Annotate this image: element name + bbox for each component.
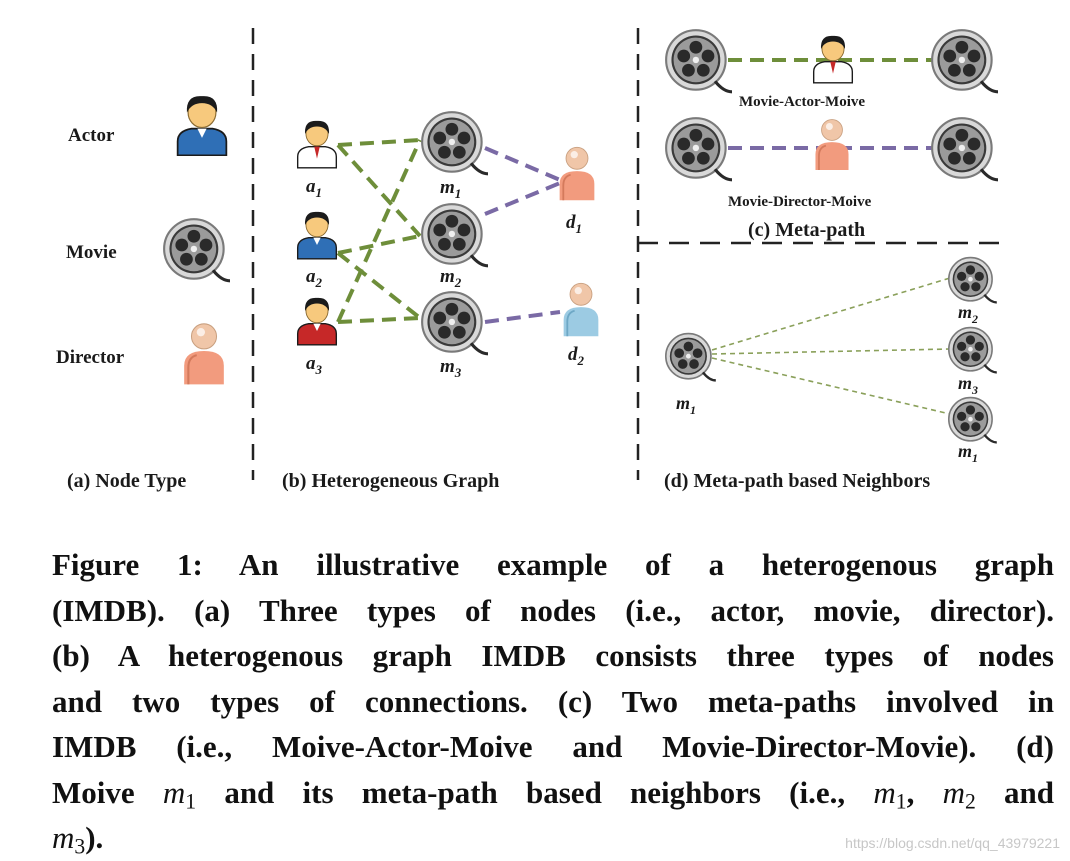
actor-a1-label: a1 xyxy=(306,176,322,200)
caption-line-6-and: and xyxy=(975,774,1055,810)
neighbor-m1-label: m1 xyxy=(958,441,978,465)
panel-c-title: (c) Meta-path xyxy=(748,219,865,241)
edge-d1-m1 xyxy=(484,146,561,182)
meta-path-2-label: Movie-Director-Moive xyxy=(728,194,872,210)
meta-path-2-director-icon xyxy=(814,118,850,171)
actor-a3-label: a3 xyxy=(306,353,323,377)
edge-d1-m2 xyxy=(484,181,561,216)
edge-a3-m1 xyxy=(336,139,422,323)
caption-math-m1-b: m1 xyxy=(873,774,907,813)
neighbor-edges xyxy=(711,277,951,415)
center-movie-m1-icon xyxy=(664,332,716,382)
meta-path-1-label: Movie-Actor-Moive xyxy=(739,94,865,110)
director-node-d1-icon xyxy=(558,146,596,202)
caption-line-7: m3). xyxy=(52,815,1054,861)
director-movie-edges xyxy=(484,146,561,324)
edge-a3-m3 xyxy=(337,316,421,324)
movie-m3-label: m3 xyxy=(440,356,462,380)
edge-center-m2 xyxy=(711,277,951,351)
caption-line-3: (b) A heterogenous graph IMDB consists t… xyxy=(52,638,1054,673)
movie-node-m2-icon xyxy=(420,202,488,268)
node-type-director-label: Director xyxy=(56,347,125,368)
neighbor-movie-m1-icon xyxy=(947,396,997,444)
panel-d-title: (d) Meta-path based Neighbors xyxy=(664,470,930,492)
movie-m2-label: m2 xyxy=(440,266,462,290)
panel-a-node-types: Actor Movie Director (a) Node Type xyxy=(56,95,230,492)
meta-path-2-start-movie-icon xyxy=(664,116,732,182)
caption-line-5: IMDB (i.e., Moive-Actor-Moive and Movie-… xyxy=(52,729,1054,764)
panel-d-meta-path-neighbors: m1 m2 m3 m1 (d) Meta-path based Neighbor… xyxy=(664,256,997,492)
neighbor-movie-m2-icon xyxy=(947,256,997,304)
watermark-url: https://blog.csdn.net/qq_43979221 xyxy=(845,835,1060,851)
director-d2-label: d2 xyxy=(568,344,585,368)
movie-node-m3-icon xyxy=(420,290,488,356)
caption-line-6-prefix: Moive xyxy=(52,774,163,810)
caption-line-4: and two types of connections. (c) Two me… xyxy=(52,683,1054,719)
node-type-actor-label: Actor xyxy=(68,125,115,146)
edge-center-m3 xyxy=(711,348,951,355)
meta-path-1-end-movie-icon xyxy=(930,28,998,94)
movie-reel-icon xyxy=(162,217,230,283)
actor-node-a1-icon xyxy=(296,120,338,169)
edge-center-m1 xyxy=(711,357,951,415)
edge-a1-m1 xyxy=(337,138,421,147)
actor-a2-label: a2 xyxy=(306,266,323,290)
caption-line-6: Moive m1 and its meta-path based neighbo… xyxy=(52,774,1055,813)
director-icon xyxy=(183,322,225,386)
center-movie-m1-label: m1 xyxy=(676,393,696,417)
panel-b-title: (b) Heterogeneous Graph xyxy=(282,470,499,492)
movie-node-m1-icon xyxy=(420,110,488,176)
caption-math-m1-a: m1 xyxy=(162,774,197,813)
director-node-d2-icon xyxy=(562,282,600,338)
actor-node-a3-icon xyxy=(296,297,338,346)
panel-b-heterogeneous-graph: a1 a2 a3 m1 m2 m3 d1 d2 (b) Heterogeneou… xyxy=(282,110,600,492)
actor-node-a2-icon xyxy=(296,211,338,260)
neighbor-movie-m3-icon xyxy=(947,326,997,374)
panel-a-title: (a) Node Type xyxy=(67,470,186,492)
meta-path-2-end-movie-icon xyxy=(930,116,998,182)
node-type-movie-label: Movie xyxy=(66,242,117,263)
panel-c-meta-path: Movie-Actor-Moive Movie-Director-Moive (… xyxy=(664,28,998,241)
figure-caption: Figure 1: An illustrative example of a h… xyxy=(52,542,1054,861)
edge-a2-m3 xyxy=(336,251,422,320)
director-d1-label: d1 xyxy=(566,212,582,236)
actor-movie-edges xyxy=(336,138,422,324)
neighbor-m3-label: m3 xyxy=(958,373,978,397)
caption-line-1: Figure 1: An illustrative example of a h… xyxy=(52,547,1054,582)
actor-icon xyxy=(176,95,228,156)
meta-path-1-start-movie-icon xyxy=(664,28,732,94)
edge-a2-m2 xyxy=(337,234,421,255)
caption-line-7-suffix: ). xyxy=(85,820,104,855)
edge-a1-m2 xyxy=(336,143,422,238)
caption-line-2: (IMDB). (a) Three types of nodes (i.e., … xyxy=(52,592,1054,628)
movie-m1-label: m1 xyxy=(440,177,461,201)
figure-diagram: Actor Movie Director (a) Node Type a1 a2 xyxy=(56,28,1002,492)
neighbor-m2-label: m2 xyxy=(958,302,978,326)
caption-math-m2: m2 xyxy=(942,774,976,813)
caption-math-m3: m3 xyxy=(52,820,86,859)
edge-d2-m3 xyxy=(484,310,561,324)
caption-line-6-mid: and its meta-path based neighbors (i.e., xyxy=(196,774,874,810)
